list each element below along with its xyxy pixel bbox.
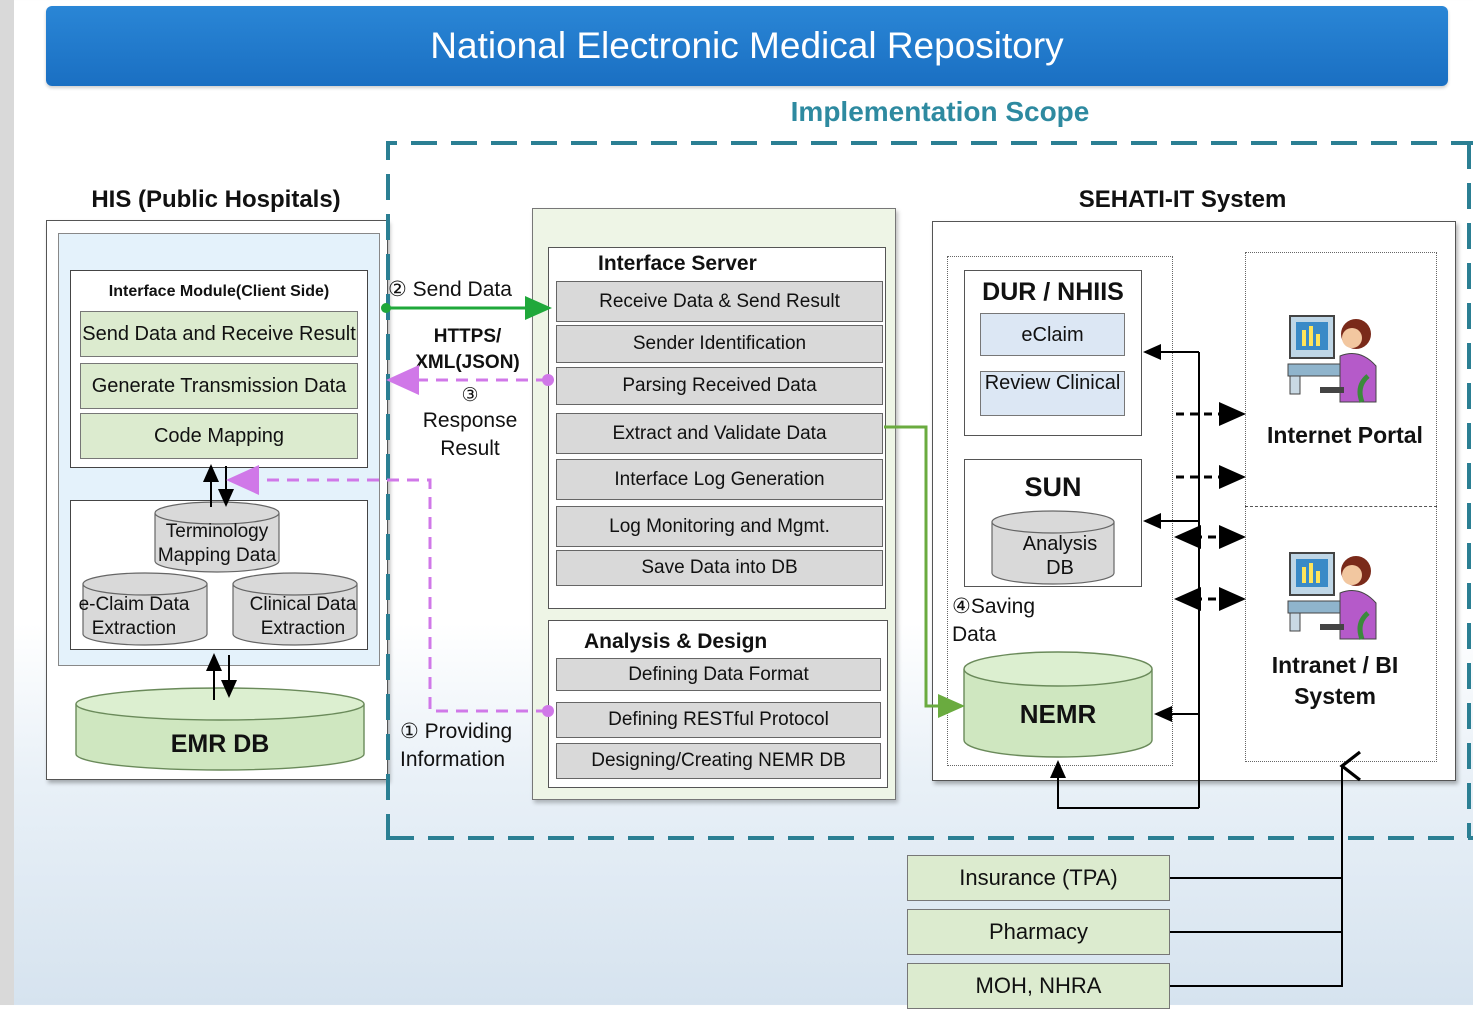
saving-arrow [884,425,965,718]
clinical-db-cylinder [232,572,358,646]
log-monitoring-item: Log Monitoring and Mgmt. [556,506,883,547]
response-number: ③ [461,385,479,406]
scope-frame-top-left [386,141,1473,840]
log-generation-item: Interface Log Generation [556,459,883,500]
send-data-label: ② Send Data [388,278,512,301]
emr-db-label: EMR DB [170,730,270,758]
nemr-label: NEMR [1019,699,1097,729]
intranet-user-icon [1287,552,1377,640]
saving-data-label: ④Saving Data [952,595,1036,646]
nemr-db-item: Designing/Creating NEMR DB [556,743,881,779]
interface-server-title: Interface Server [598,252,757,275]
receive-data-item: Receive Data & Send Result [556,281,883,322]
terminology-db-label: Terminology Mapping Data [157,521,277,566]
emr-db-cylinder [75,687,365,771]
eclaim-item: eClaim [980,313,1125,356]
analysis-db-label: Analysis DB [1022,533,1098,579]
eclaim-db-label: e-Claim Data Extraction [78,594,190,639]
dur-nhiis-title: DUR / NHIIS [982,278,1124,306]
clinical-db-label: Clinical Data Extraction [249,594,357,639]
save-data-item: Save Data into DB [556,550,883,586]
restful-protocol-item: Defining RESTful Protocol [556,702,881,738]
send-receive-item: Send Data and Receive Result [80,311,358,357]
internet-portal-label: Internet Portal [1267,422,1423,448]
extract-validate-item: Extract and Validate Data [556,413,883,454]
generate-transmission-item: Generate Transmission Data [80,363,358,409]
review-clinical-item: Review Clinical [980,371,1125,416]
page-title: National Electronic Medical Repository [46,6,1448,86]
providing-arrow [226,465,548,713]
scope-label: Implementation Scope [790,96,1090,127]
nemr-db-cylinder [963,651,1153,758]
left-edge-strip [0,0,14,1005]
sun-title: SUN [1024,472,1082,502]
portal-user-icon [1287,315,1377,403]
analysis-db-cylinder [991,510,1115,585]
parsing-data-item: Parsing Received Data [556,367,883,405]
providing-information-label: ① Providing Information [400,720,513,771]
moh-nhra-box: MOH, NHRA [907,963,1170,1009]
intranet-bi-label: Intranet / BI System [1271,652,1399,709]
response-result-label: Response Result [422,409,518,460]
sender-identification-item: Sender Identification [556,325,883,363]
portal-divider [1245,506,1437,507]
terminology-db-cylinder [154,501,280,573]
pharmacy-box: Pharmacy [907,909,1170,955]
protocol-label: HTTPS/ XML(JSON) [415,326,520,373]
insurance-tpa-box: Insurance (TPA) [907,855,1170,901]
code-mapping-item: Code Mapping [80,413,358,459]
data-format-item: Defining Data Format [556,658,881,691]
eclaim-db-cylinder [82,572,208,646]
interface-module-title: Interface Module(Client Side) [108,283,330,300]
analysis-design-title: Analysis & Design [584,630,768,653]
sehati-title: SEHATI-IT System [1078,186,1287,213]
his-title: HIS (Public Hospitals) [91,186,341,213]
